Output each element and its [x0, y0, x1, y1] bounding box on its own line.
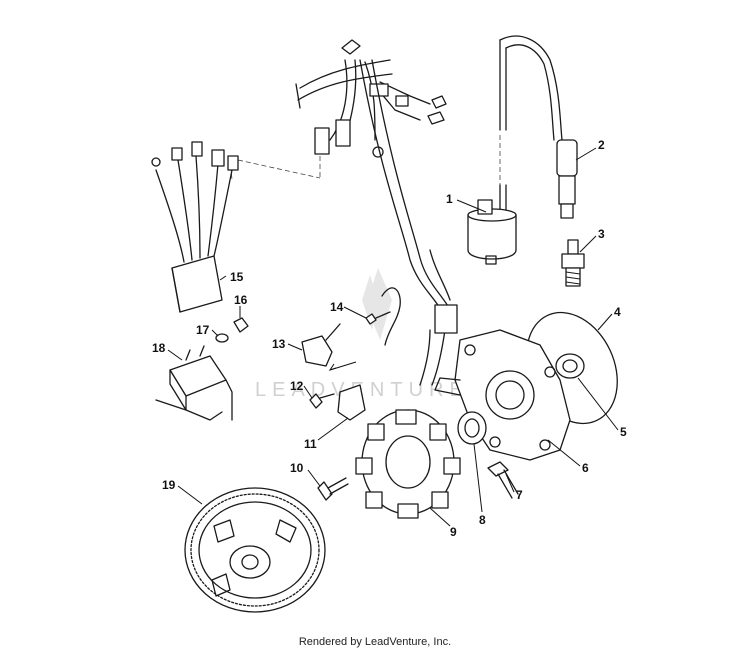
callout-4[interactable]: 4 — [614, 305, 621, 319]
wire-connection-lines — [229, 135, 501, 185]
part-regulator-rectifier — [151, 141, 239, 313]
part-washer — [215, 333, 229, 343]
part-pickup-bracket — [337, 384, 366, 421]
part-ignition-coil — [467, 35, 563, 265]
callout-3[interactable]: 3 — [598, 227, 605, 241]
callout-14[interactable]: 14 — [330, 300, 344, 314]
callout-12[interactable]: 12 — [290, 379, 304, 393]
part-bolt-stator — [317, 477, 349, 501]
part-starter-relay — [155, 345, 233, 421]
watermark: LEADVENTURE — [255, 268, 463, 401]
callout-2[interactable]: 2 — [598, 138, 605, 152]
part-screw-bracket — [309, 393, 335, 409]
callout-10[interactable]: 10 — [290, 461, 304, 475]
callout-7[interactable]: 7 — [516, 488, 523, 502]
callout-19[interactable]: 19 — [162, 478, 176, 492]
callout-17[interactable]: 17 — [196, 323, 210, 337]
callout-13[interactable]: 13 — [272, 337, 286, 351]
rendered-by-credit: Rendered by LeadVenture, Inc. — [298, 636, 452, 648]
part-flywheel — [184, 487, 326, 613]
leader-lines — [167, 147, 619, 527]
part-stator — [355, 409, 461, 519]
part-pickup-coil — [301, 323, 357, 371]
part-spark-plug — [561, 239, 585, 287]
callout-5[interactable]: 5 — [620, 425, 627, 439]
callout-18[interactable]: 18 — [152, 341, 166, 355]
part-crank-seal — [457, 411, 487, 445]
callout-15[interactable]: 15 — [230, 270, 244, 284]
part-screw-pickup — [365, 287, 401, 346]
callout-6[interactable]: 6 — [582, 461, 589, 475]
callout-labels: 1 2 3 4 5 6 7 8 9 10 11 12 13 14 15 16 1… — [152, 138, 627, 539]
callout-1[interactable]: 1 — [446, 192, 453, 206]
part-nut — [233, 317, 249, 333]
part-bolt-housing — [487, 461, 519, 499]
callout-11[interactable]: 11 — [304, 437, 317, 451]
callout-9[interactable]: 9 — [450, 525, 457, 539]
wiring-harness — [295, 39, 458, 386]
part-spark-plug-cap — [556, 139, 578, 219]
callout-16[interactable]: 16 — [234, 293, 248, 307]
callout-8[interactable]: 8 — [479, 513, 486, 527]
part-oil-seal — [555, 353, 585, 379]
